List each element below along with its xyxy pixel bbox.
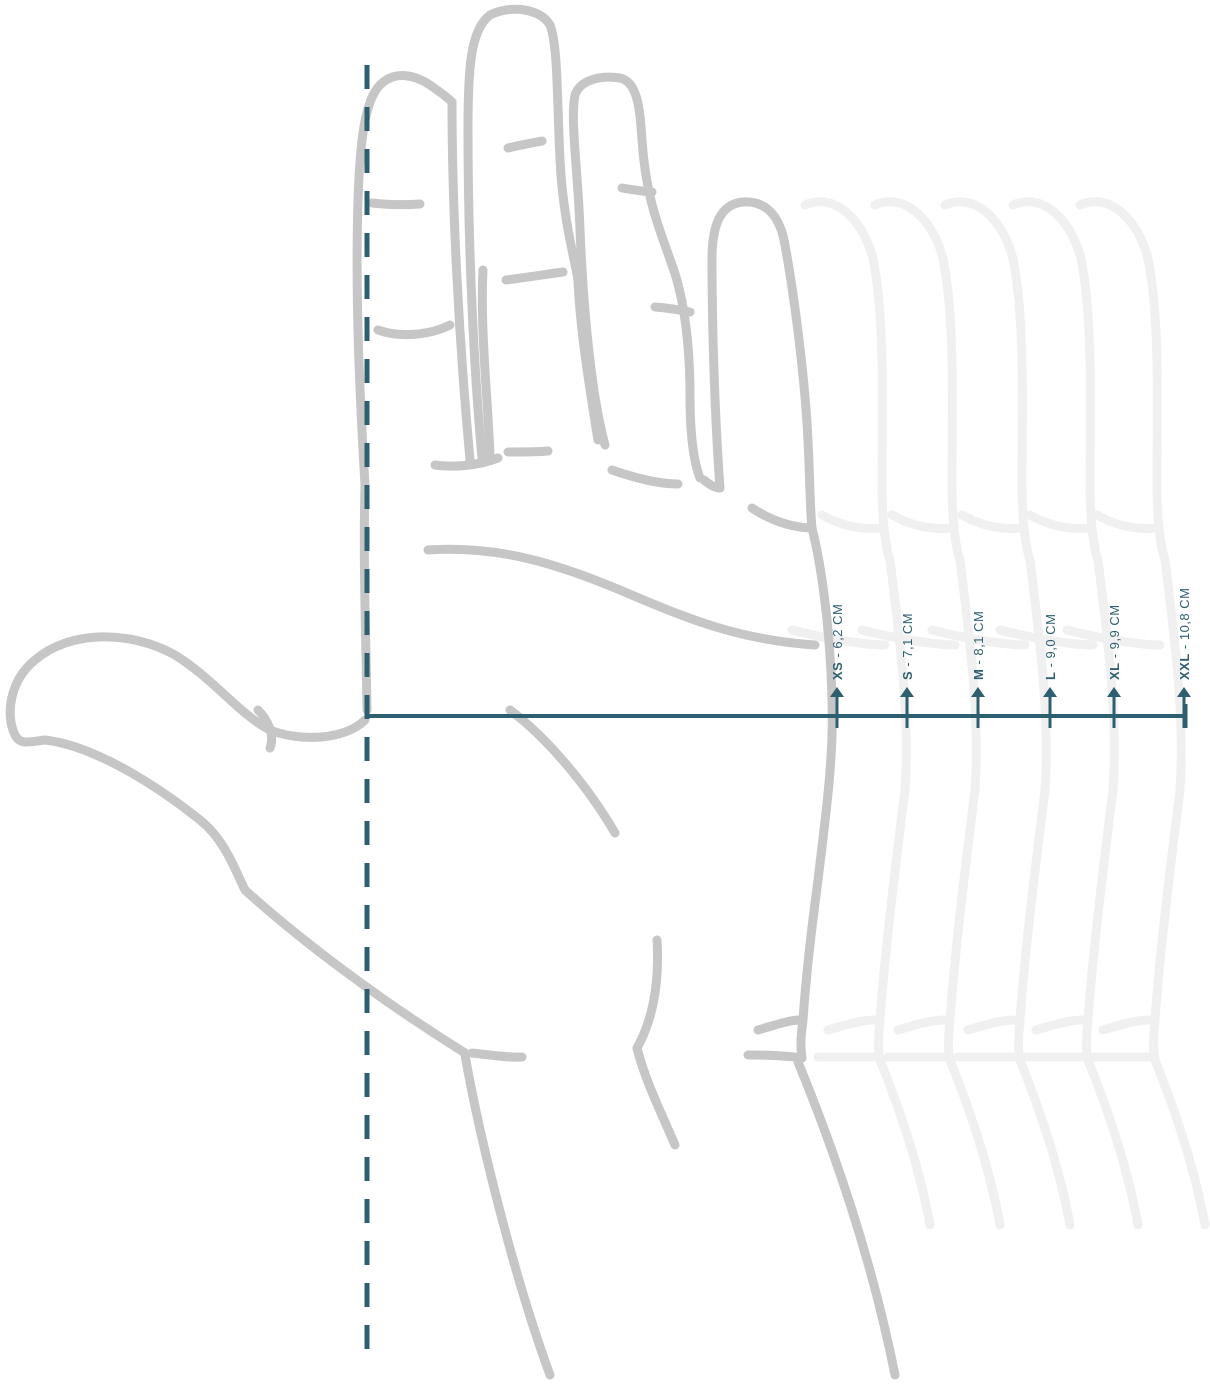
wrist-left	[460, 1050, 555, 1380]
size-arrow-head	[971, 687, 985, 697]
size-arrow-head	[1177, 687, 1191, 697]
wrist-right	[793, 1057, 900, 1380]
size-arrow-head	[900, 687, 914, 697]
thumb	[5, 632, 470, 1058]
size-code: L	[1043, 672, 1058, 680]
ghost-outline-s	[787, 197, 935, 1230]
size-measure: - 10,8 CM	[1177, 588, 1192, 654]
size-label: XXL - 10,8 CM	[1177, 588, 1192, 680]
size-code: XL	[1107, 662, 1122, 680]
palm-crease-top	[423, 544, 820, 650]
size-arrow-head	[1107, 687, 1121, 697]
size-label: XL - 9,9 CM	[1107, 604, 1122, 680]
size-arrow-head	[1043, 687, 1057, 697]
size-marker-xs: XS - 6,2 CM	[830, 604, 845, 728]
size-marker-s: S - 7,1 CM	[900, 613, 915, 728]
size-marker-m: M - 8,1 CM	[971, 611, 986, 728]
size-code: XS	[830, 662, 845, 680]
thenar-crease	[632, 935, 680, 1150]
size-code: S	[900, 671, 915, 680]
middle-finger	[463, 4, 583, 463]
ring-finger	[568, 72, 695, 450]
size-measure: - 9,9 CM	[1107, 604, 1122, 662]
palm-crease-middle	[505, 705, 620, 838]
size-label: XS - 6,2 CM	[830, 604, 845, 680]
size-code: XXL	[1177, 653, 1192, 680]
size-code: M	[971, 669, 986, 680]
ghost-outline-l	[927, 197, 1075, 1230]
size-marker-xl: XL - 9,9 CM	[1107, 604, 1122, 728]
size-marker-xxl: XXL - 10,8 CM	[1177, 588, 1192, 728]
size-arrow-head	[830, 687, 844, 697]
size-measure: - 6,2 CM	[830, 604, 845, 662]
size-label: M - 8,1 CM	[971, 611, 986, 680]
size-measure: - 8,1 CM	[971, 611, 986, 669]
little-finger	[707, 197, 817, 533]
hand-outline	[5, 4, 900, 1380]
palm-edge	[796, 523, 837, 1063]
size-marker-l: L - 9,0 CM	[1043, 614, 1058, 728]
ghost-outline-xxl	[1062, 197, 1210, 1230]
index-finger	[352, 71, 457, 490]
size-label: S - 7,1 CM	[900, 613, 915, 680]
size-markers: XS - 6,2 CM S - 7,1 CM M - 8,1 CM L - 9,…	[830, 588, 1192, 728]
ghost-hand-outlines	[787, 197, 1210, 1230]
size-measure: - 9,0 CM	[1043, 614, 1058, 672]
size-measure: - 7,1 CM	[900, 613, 915, 671]
size-label: L - 9,0 CM	[1043, 614, 1058, 680]
